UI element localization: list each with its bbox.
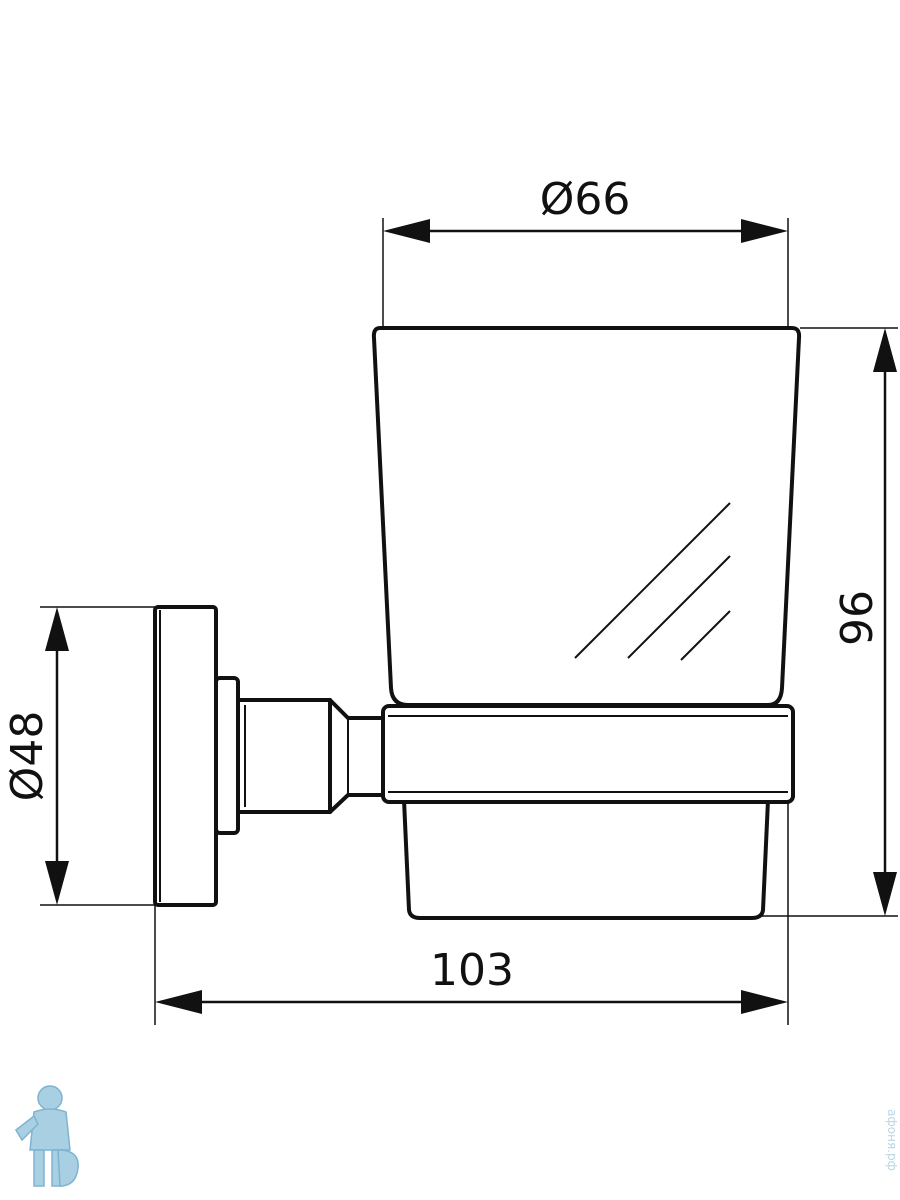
glass-reflection-lines — [574, 502, 731, 661]
cup-base — [402, 798, 770, 920]
dimension-cup-diameter: Ø66 — [383, 174, 788, 243]
plate-ring — [214, 676, 240, 835]
watermark-text: афоня.рф — [885, 1109, 899, 1171]
plumber-mascot-logo — [15, 1085, 79, 1187]
label-total-depth: 103 — [430, 945, 514, 996]
holder-ring — [381, 704, 795, 804]
holder-arm — [236, 698, 385, 814]
label-base-diameter: Ø48 — [2, 711, 53, 802]
wall-plate — [153, 605, 218, 907]
label-total-height: 96 — [832, 590, 883, 646]
glass-cup — [371, 326, 802, 707]
dimension-base-diameter: Ø48 — [2, 607, 69, 905]
dimension-total-height: 96 — [832, 328, 897, 916]
dimension-total-depth: 103 — [155, 945, 788, 1014]
label-cup-diameter: Ø66 — [540, 174, 631, 225]
extension-lines — [40, 218, 898, 1025]
